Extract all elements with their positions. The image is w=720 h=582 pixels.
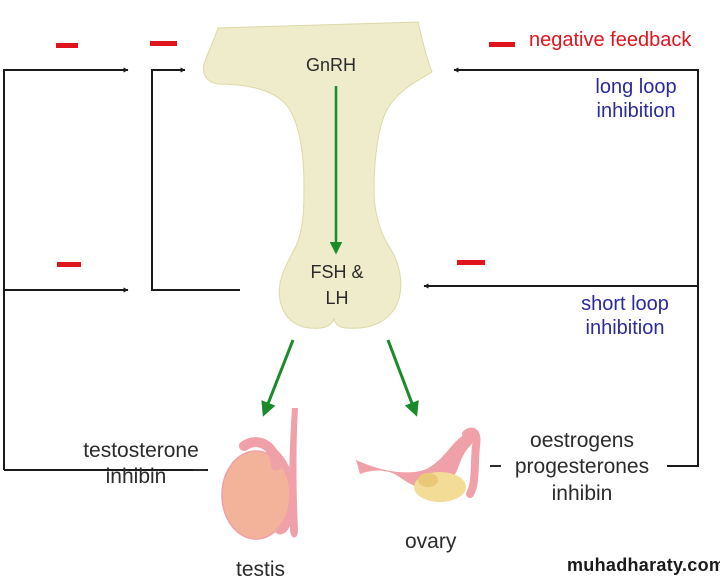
testis-illustration xyxy=(221,408,298,540)
testosterone-label: testosterone xyxy=(83,439,199,462)
fsh-to-testis-arrow xyxy=(261,339,295,417)
watermark: muhadharaty.com xyxy=(567,555,720,575)
short-loop-label: short loop inhibition xyxy=(568,292,682,340)
long-loop-line2: inhibition xyxy=(596,100,676,122)
minus-icon xyxy=(489,42,515,47)
male-inhibin-label: inhibin xyxy=(105,465,167,489)
testis-label: testis xyxy=(236,558,286,581)
negative-feedback-legend: negative feedback xyxy=(529,29,692,51)
fsh-label-line: FSH & xyxy=(310,262,364,282)
long-loop-line1: long loop xyxy=(595,76,677,98)
male-long-loop-line xyxy=(3,67,129,470)
female-long-loop-line xyxy=(453,67,699,467)
ovary-label: ovary xyxy=(405,530,457,553)
male-hormones-label: testosterone inhibin xyxy=(70,438,212,491)
minus-icon xyxy=(56,43,78,48)
gnrh-label: GnRH xyxy=(306,55,357,75)
short-loop-return-line xyxy=(151,67,240,291)
lh-label-line: LH xyxy=(325,287,349,308)
oestrogens-label: oestrogens xyxy=(530,429,634,452)
minus-icon xyxy=(457,260,485,265)
ovary-illustration xyxy=(356,427,481,502)
female-inhibin-label: inhibin xyxy=(551,481,613,505)
female-hormones-label: oestrogens progesterones inhibin xyxy=(500,428,664,507)
hypothalamus-pituitary-gland xyxy=(203,21,433,329)
minus-icon xyxy=(57,262,81,267)
short-loop-line2: inhibition xyxy=(585,317,665,339)
short-loop-line1: short loop xyxy=(581,293,669,315)
minus-icon xyxy=(150,41,177,46)
fsh-to-ovary-arrow xyxy=(386,339,419,417)
progesterones-label: progesterones xyxy=(514,455,650,479)
long-loop-label: long loop inhibition xyxy=(584,75,688,123)
fsh-lh-label: FSH & LH xyxy=(302,262,372,309)
